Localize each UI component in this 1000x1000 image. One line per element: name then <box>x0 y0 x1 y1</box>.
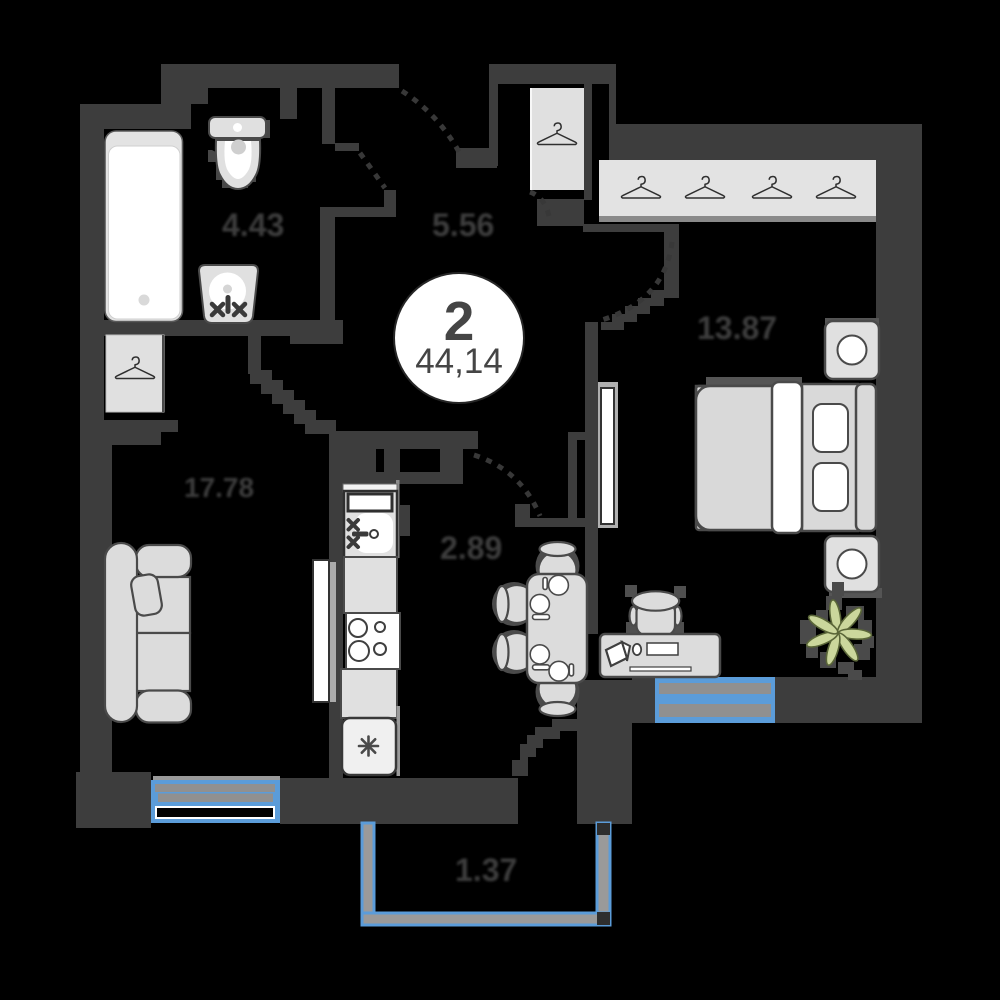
svg-text:2: 2 <box>444 290 475 352</box>
svg-text:4.43: 4.43 <box>222 207 284 243</box>
svg-text:5.56: 5.56 <box>432 207 494 243</box>
svg-text:44,14: 44,14 <box>415 342 503 381</box>
svg-text:1.37: 1.37 <box>455 852 517 888</box>
svg-text:17.78: 17.78 <box>184 472 254 503</box>
svg-text:13.87: 13.87 <box>697 310 777 346</box>
svg-text:2.89: 2.89 <box>440 530 502 566</box>
